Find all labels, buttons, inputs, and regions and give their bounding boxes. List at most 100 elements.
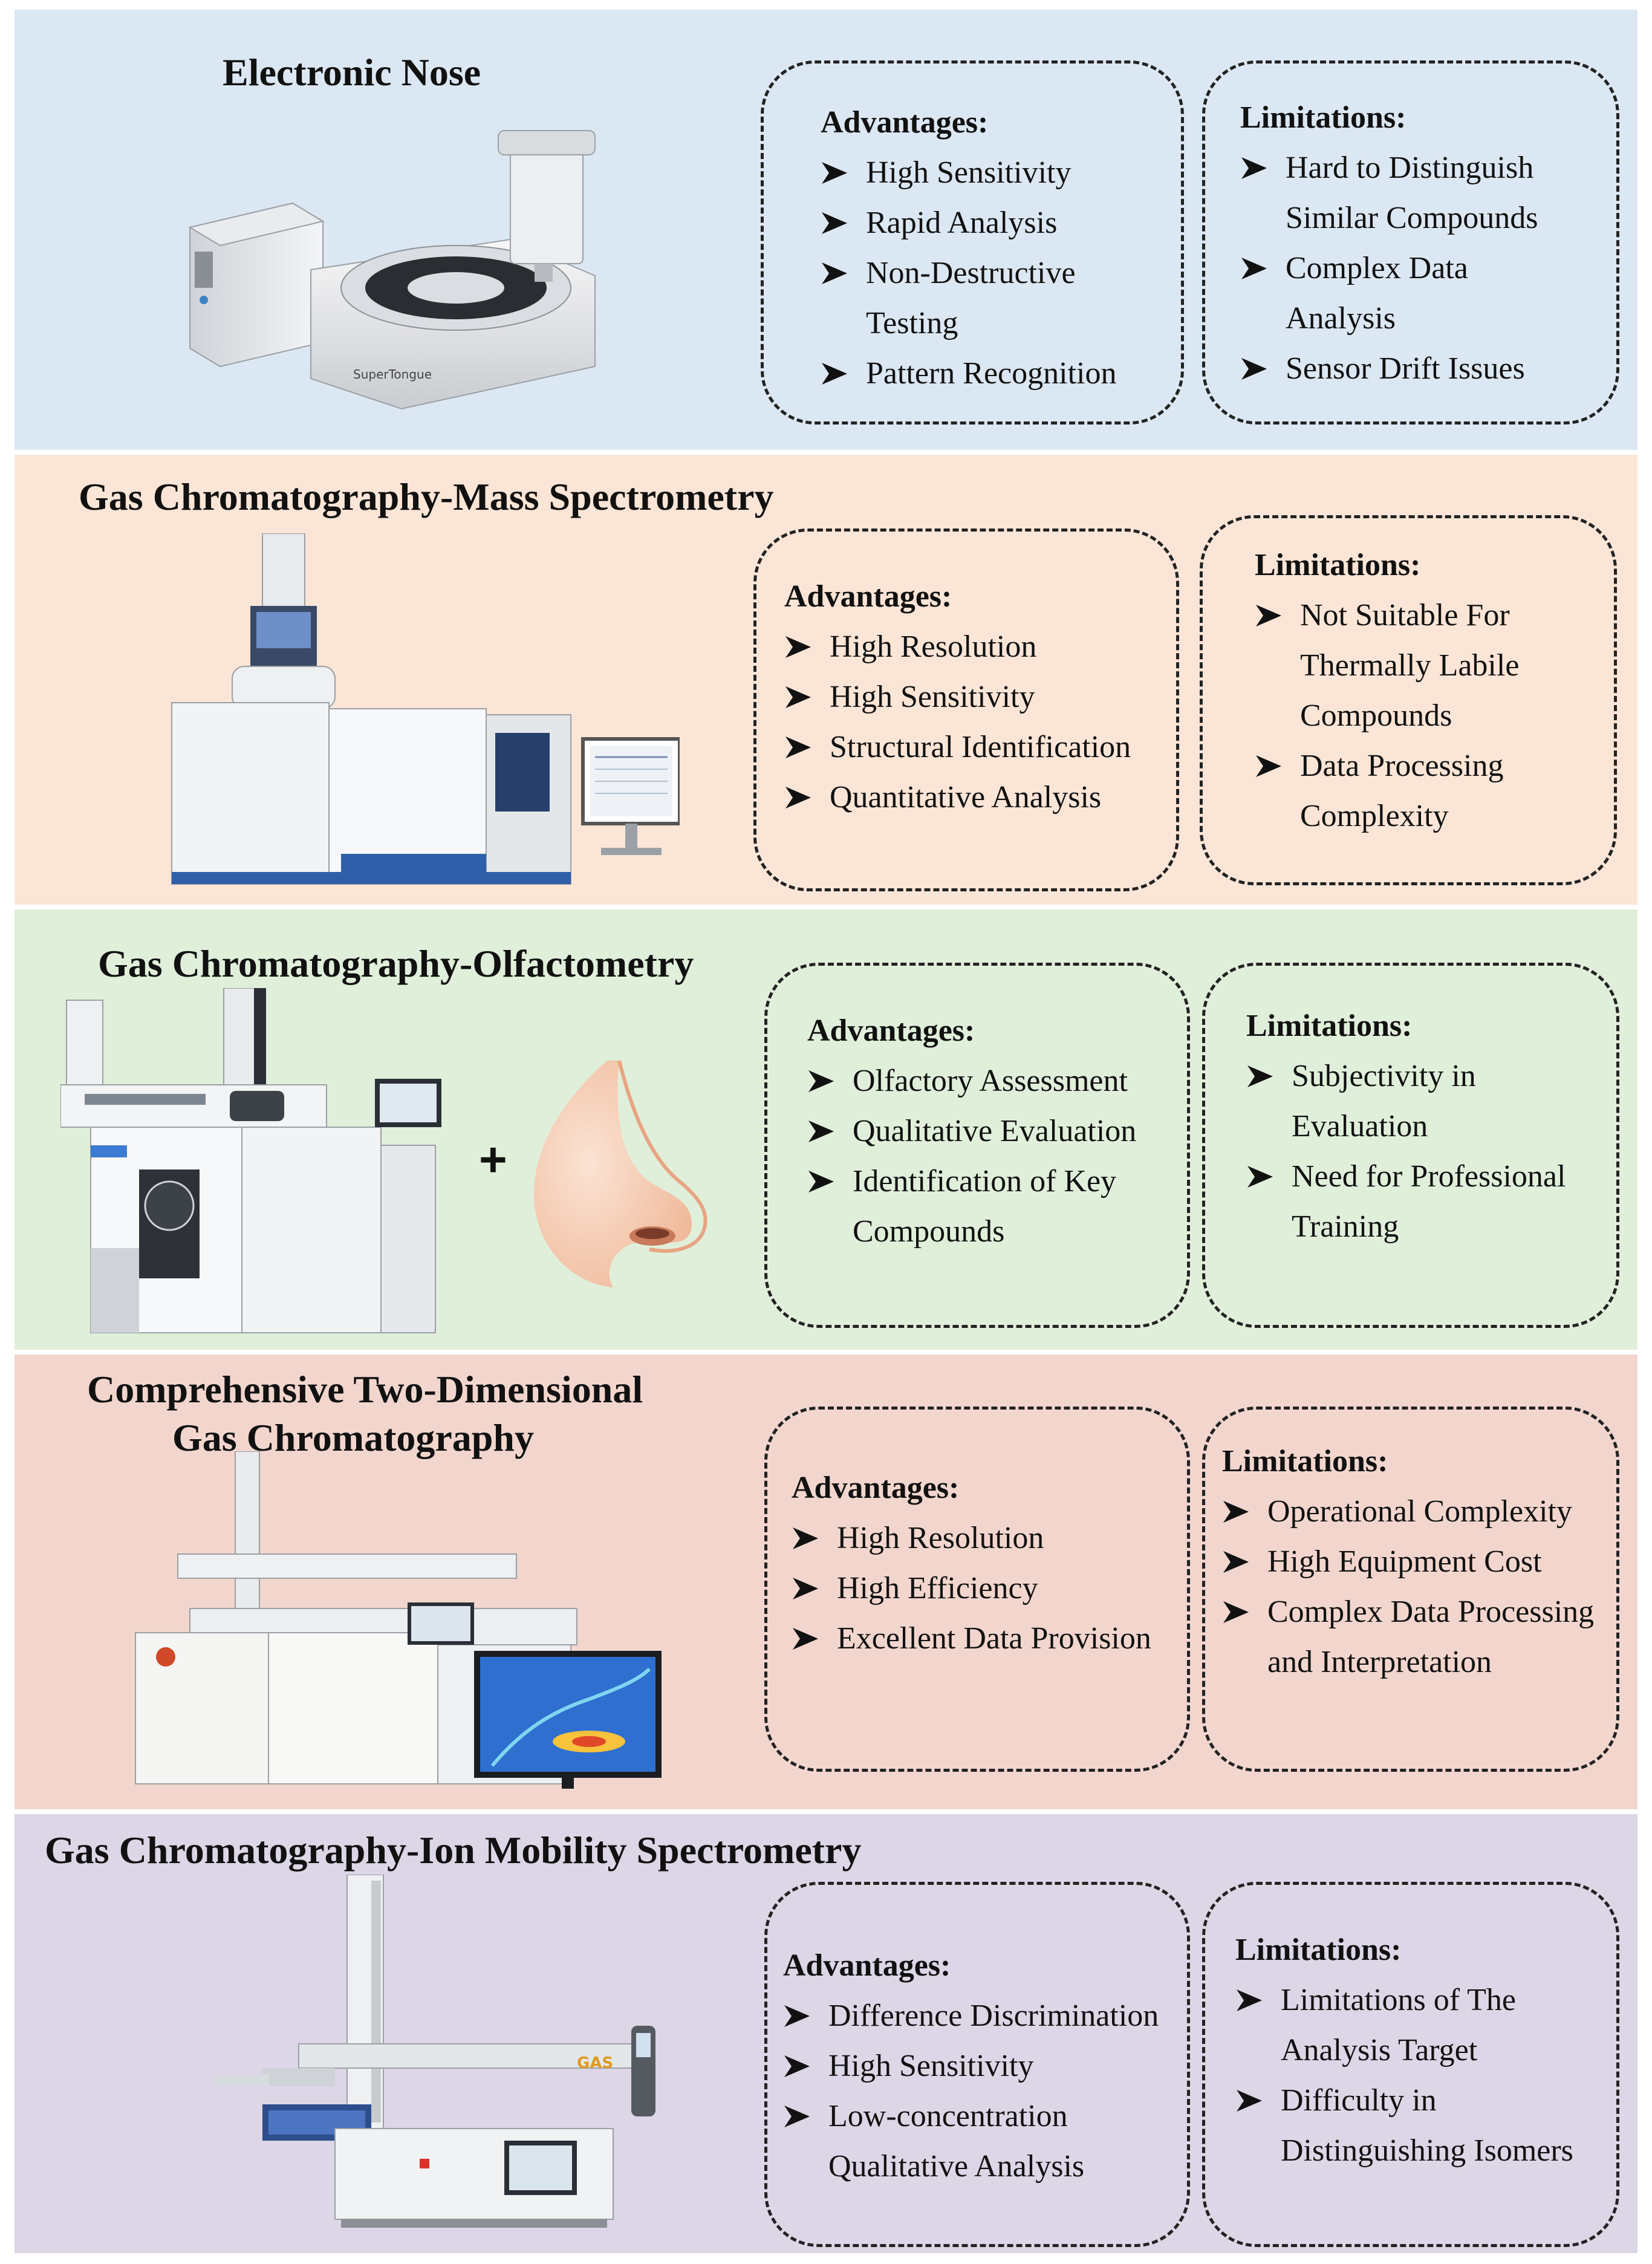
arrow-bullet-icon — [784, 2005, 810, 2027]
limitation-item: Sensor Drift Issues — [1240, 343, 1538, 394]
advantage-item-continuation: Compounds — [853, 1214, 1005, 1249]
limitations-heading: Limitations: — [1222, 1444, 1388, 1478]
limitation-item: Hard to Distinguish — [1240, 143, 1538, 193]
advantage-item: High Efficiency — [792, 1563, 1151, 1613]
arrow-bullet-icon — [1241, 258, 1267, 279]
limitation-item-continuation: Analysis Target — [1281, 2033, 1478, 2067]
advantage-item: Identification of Key — [807, 1156, 1136, 1206]
advantages-box: Advantages: High Resolution High Efficie… — [764, 1407, 1190, 1772]
limitation-item: High Equipment Cost — [1222, 1537, 1594, 1587]
advantage-item: High Sensitivity — [784, 672, 1131, 722]
section-title: Gas Chromatography-Mass Spectrometry — [79, 475, 774, 518]
arrow-bullet-icon — [1256, 755, 1281, 777]
advantage-item-continuation: Qualitative Analysis — [828, 2149, 1085, 2184]
limitations-box: Limitations: Limitations of The Analysis… — [1202, 1882, 1619, 2247]
limitations-box: Limitations: Not Suitable For Thermally … — [1200, 515, 1617, 885]
arrow-bullet-icon — [793, 1628, 818, 1650]
arrow-bullet-icon — [785, 686, 811, 708]
arrow-bullet-icon — [1237, 2090, 1262, 2112]
advantages-box: Advantages: Difference Discrimination Hi… — [764, 1882, 1190, 2247]
section-gcxgc: Comprehensive Two-Dimensional Gas Chroma… — [15, 1355, 1637, 1809]
advantages-heading: Advantages: — [821, 105, 989, 140]
gc-ims-illustration: GAS — [214, 1875, 655, 2228]
arrow-bullet-icon — [1247, 1166, 1273, 1188]
arrow-bullet-icon — [1247, 1065, 1273, 1087]
arrow-bullet-icon — [822, 162, 847, 184]
section-title-line-1: Comprehensive Two-Dimensional — [87, 1368, 643, 1411]
limitation-item-continuation: Analysis — [1286, 301, 1396, 336]
arrow-bullet-icon — [822, 363, 847, 385]
arrow-bullet-icon — [808, 1121, 834, 1142]
limitation-item: Need for Professional — [1246, 1151, 1566, 1202]
advantage-item: Excellent Data Provision — [792, 1613, 1151, 1664]
limitation-item-continuation: Distinguishing Isomers — [1281, 2133, 1573, 2168]
arrow-bullet-icon — [1256, 605, 1281, 626]
advantage-item: Structural Identification — [784, 722, 1131, 772]
advantage-item: Quantitative Analysis — [784, 772, 1131, 822]
advantage-item: Non-Destructive — [821, 248, 1116, 298]
section-gc-olfactometry: Gas Chromatography-Olfactometry + Advant… — [15, 909, 1637, 1350]
limitation-item-continuation: and Interpretation — [1267, 1645, 1492, 1679]
advantage-item: High Sensitivity — [821, 148, 1116, 198]
arrow-bullet-icon — [793, 1527, 818, 1549]
arrow-bullet-icon — [785, 636, 811, 658]
arrow-bullet-icon — [1237, 1989, 1262, 2011]
arrow-bullet-icon — [1223, 1601, 1249, 1623]
svg-text:GAS: GAS — [577, 2054, 613, 2072]
limitations-box: Limitations: Subjectivity in Evaluation … — [1202, 963, 1619, 1328]
advantage-item: Difference Discrimination — [783, 1991, 1159, 2041]
arrow-bullet-icon — [822, 212, 847, 234]
advantage-item: Pattern Recognition — [821, 348, 1116, 398]
limitation-item: Limitations of The — [1235, 1975, 1573, 2025]
arrow-bullet-icon — [1241, 157, 1267, 179]
limitation-item: Complex Data Processing — [1222, 1587, 1594, 1637]
limitation-item-continuation: Training — [1292, 1209, 1399, 1244]
section-gc-ms: Gas Chromatography-Mass Spectrometry Adv… — [15, 455, 1637, 905]
svg-text:SuperTongue: SuperTongue — [353, 367, 432, 382]
section-electronic-nose: Electronic Nose SuperTongue Advantages: … — [15, 10, 1637, 450]
limitation-item: Complex Data — [1240, 243, 1538, 293]
limitation-item: Not Suitable For — [1255, 590, 1519, 640]
advantage-item-continuation: Testing — [866, 306, 958, 340]
arrow-bullet-icon — [808, 1171, 834, 1192]
limitation-item: Operational Complexity — [1222, 1486, 1594, 1537]
limitations-heading: Limitations: — [1246, 1009, 1413, 1043]
limitations-heading: Limitations: — [1240, 100, 1406, 135]
electronic-nose-illustration: SuperTongue — [188, 130, 596, 410]
limitation-item-continuation: Thermally Labile — [1300, 648, 1520, 683]
advantages-heading: Advantages: — [783, 1948, 951, 1983]
advantage-item: High Sensitivity — [783, 2041, 1159, 2091]
plus-sign: + — [479, 1133, 507, 1186]
section-title: Electronic Nose — [223, 51, 481, 94]
limitation-item-continuation: Compounds — [1300, 698, 1452, 733]
advantages-heading: Advantages: — [807, 1013, 975, 1048]
limitation-item: Subjectivity in — [1246, 1051, 1566, 1101]
section-title: Gas Chromatography-Olfactometry — [98, 942, 694, 985]
limitation-item-continuation: Evaluation — [1292, 1109, 1428, 1143]
section-title: Gas Chromatography-Ion Mobility Spectrom… — [45, 1829, 862, 1872]
arrow-bullet-icon — [1223, 1551, 1249, 1573]
limitations-heading: Limitations: — [1255, 548, 1421, 582]
advantages-box: Advantages: High Sensitivity Rapid Analy… — [761, 60, 1184, 424]
arrow-bullet-icon — [808, 1070, 834, 1092]
gc-ms-illustration — [171, 533, 680, 885]
arrow-bullet-icon — [785, 737, 811, 758]
limitations-box: Limitations: Operational Complexity High… — [1202, 1407, 1619, 1772]
nose-icon — [533, 1061, 707, 1287]
advantage-item: Rapid Analysis — [821, 198, 1116, 248]
arrow-bullet-icon — [785, 787, 811, 808]
arrow-bullet-icon — [793, 1578, 818, 1599]
advantages-box: Advantages: Olfactory Assessment Qualita… — [764, 963, 1190, 1328]
section-gc-ims: Gas Chromatography-Ion Mobility Spectrom… — [15, 1814, 1637, 2253]
advantage-item: High Resolution — [792, 1513, 1151, 1563]
limitations-box: Limitations: Hard to Distinguish Similar… — [1202, 60, 1619, 424]
limitation-item: Data Processing — [1255, 741, 1519, 791]
limitations-heading: Limitations: — [1235, 1933, 1402, 1967]
limitation-item-continuation: Similar Compounds — [1286, 201, 1538, 235]
limitation-item: Difficulty in — [1235, 2075, 1573, 2126]
advantages-heading: Advantages: — [784, 579, 952, 614]
arrow-bullet-icon — [784, 2106, 810, 2127]
arrow-bullet-icon — [784, 2055, 810, 2077]
advantages-heading: Advantages: — [792, 1471, 960, 1505]
section-title-line-2: Gas Chromatography — [172, 1416, 534, 1459]
